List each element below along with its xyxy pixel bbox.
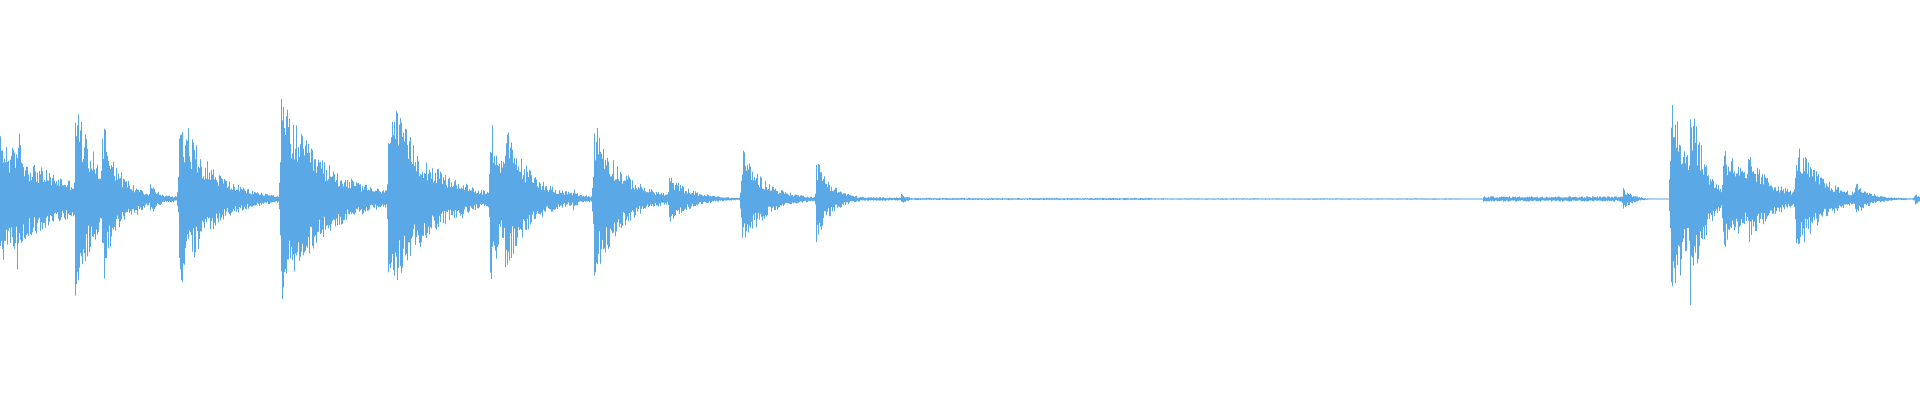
waveform-samples — [0, 99, 1920, 306]
waveform-amplitude-path — [0, 99, 1920, 306]
